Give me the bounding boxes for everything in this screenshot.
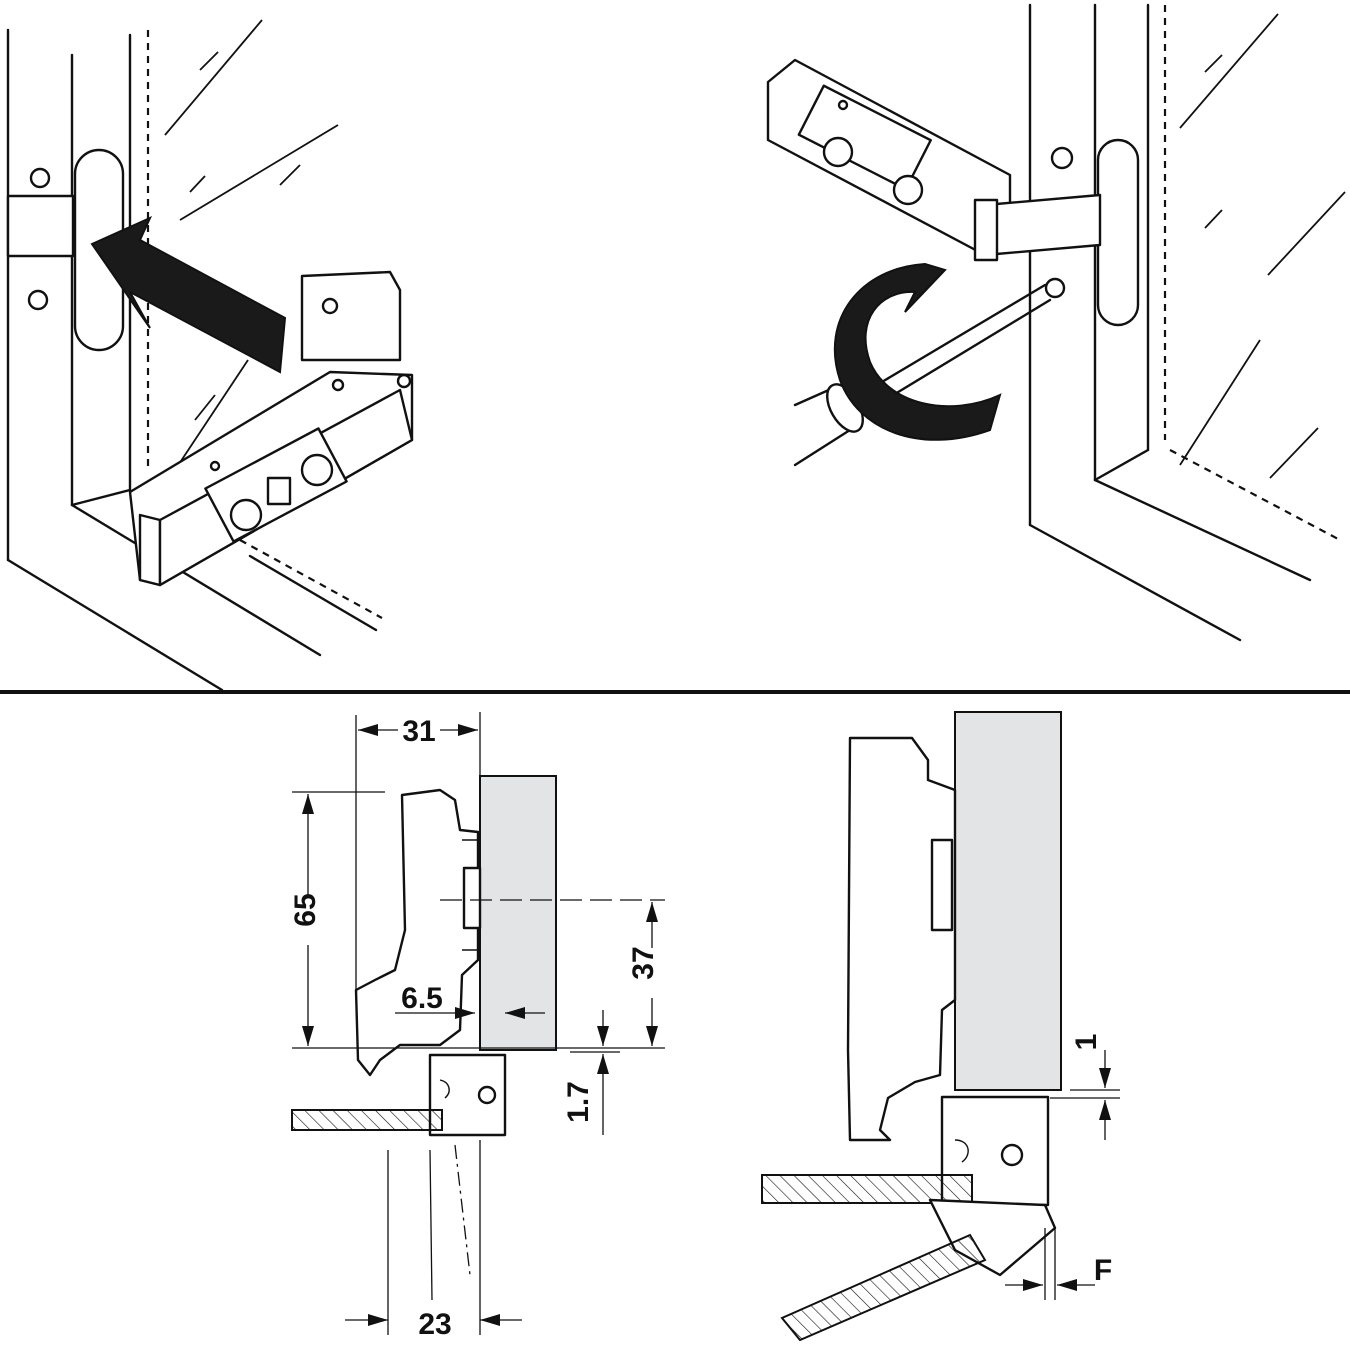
- glass-reflection: [164, 19, 339, 471]
- hinge-cup-side: [354, 788, 480, 1077]
- step-1-mount-hinge: [6, 19, 414, 692]
- hinge-arm-open: [928, 1198, 1057, 1277]
- glass-reflection-right: [1179, 13, 1346, 479]
- door-profile-open: [954, 711, 1062, 1091]
- aluminium-frame-profile: [428, 1053, 507, 1137]
- push-arrow-icon: [90, 216, 287, 374]
- dim-31-label: 31: [402, 715, 435, 748]
- dimension-drawing-open: 1 F: [761, 711, 1120, 1342]
- glass-pane-swung: [780, 1233, 987, 1342]
- hinge-cup-open: [846, 736, 957, 1142]
- cabinet-panel-right: [1028, 3, 1312, 642]
- glass-bottom-dashed-right: [1169, 449, 1341, 541]
- dim-23-label: 23: [418, 1308, 451, 1341]
- dim-37-label: 37: [627, 946, 660, 979]
- dimension-drawing-closed: 31 65 37 6.5 1.7 23: [289, 712, 670, 1341]
- dim-F-label: F: [1094, 1254, 1112, 1287]
- dim-6-5-label: 6.5: [401, 982, 443, 1015]
- glass-bottom-dashed: [239, 539, 383, 619]
- door-profile: [479, 775, 557, 1051]
- hinge-body-right: [766, 58, 1140, 327]
- glass-pane-fixed: [761, 1174, 973, 1204]
- rotate-arrow-icon: [834, 262, 1002, 441]
- step-2-adjust-hinge: [766, 3, 1346, 642]
- dim-1-label: 1: [1070, 1034, 1103, 1051]
- dim-65-label: 65: [289, 893, 322, 926]
- hinge-body-left: [128, 270, 414, 587]
- glass-pane: [291, 1109, 443, 1131]
- dim-1-7-label: 1.7: [562, 1081, 595, 1123]
